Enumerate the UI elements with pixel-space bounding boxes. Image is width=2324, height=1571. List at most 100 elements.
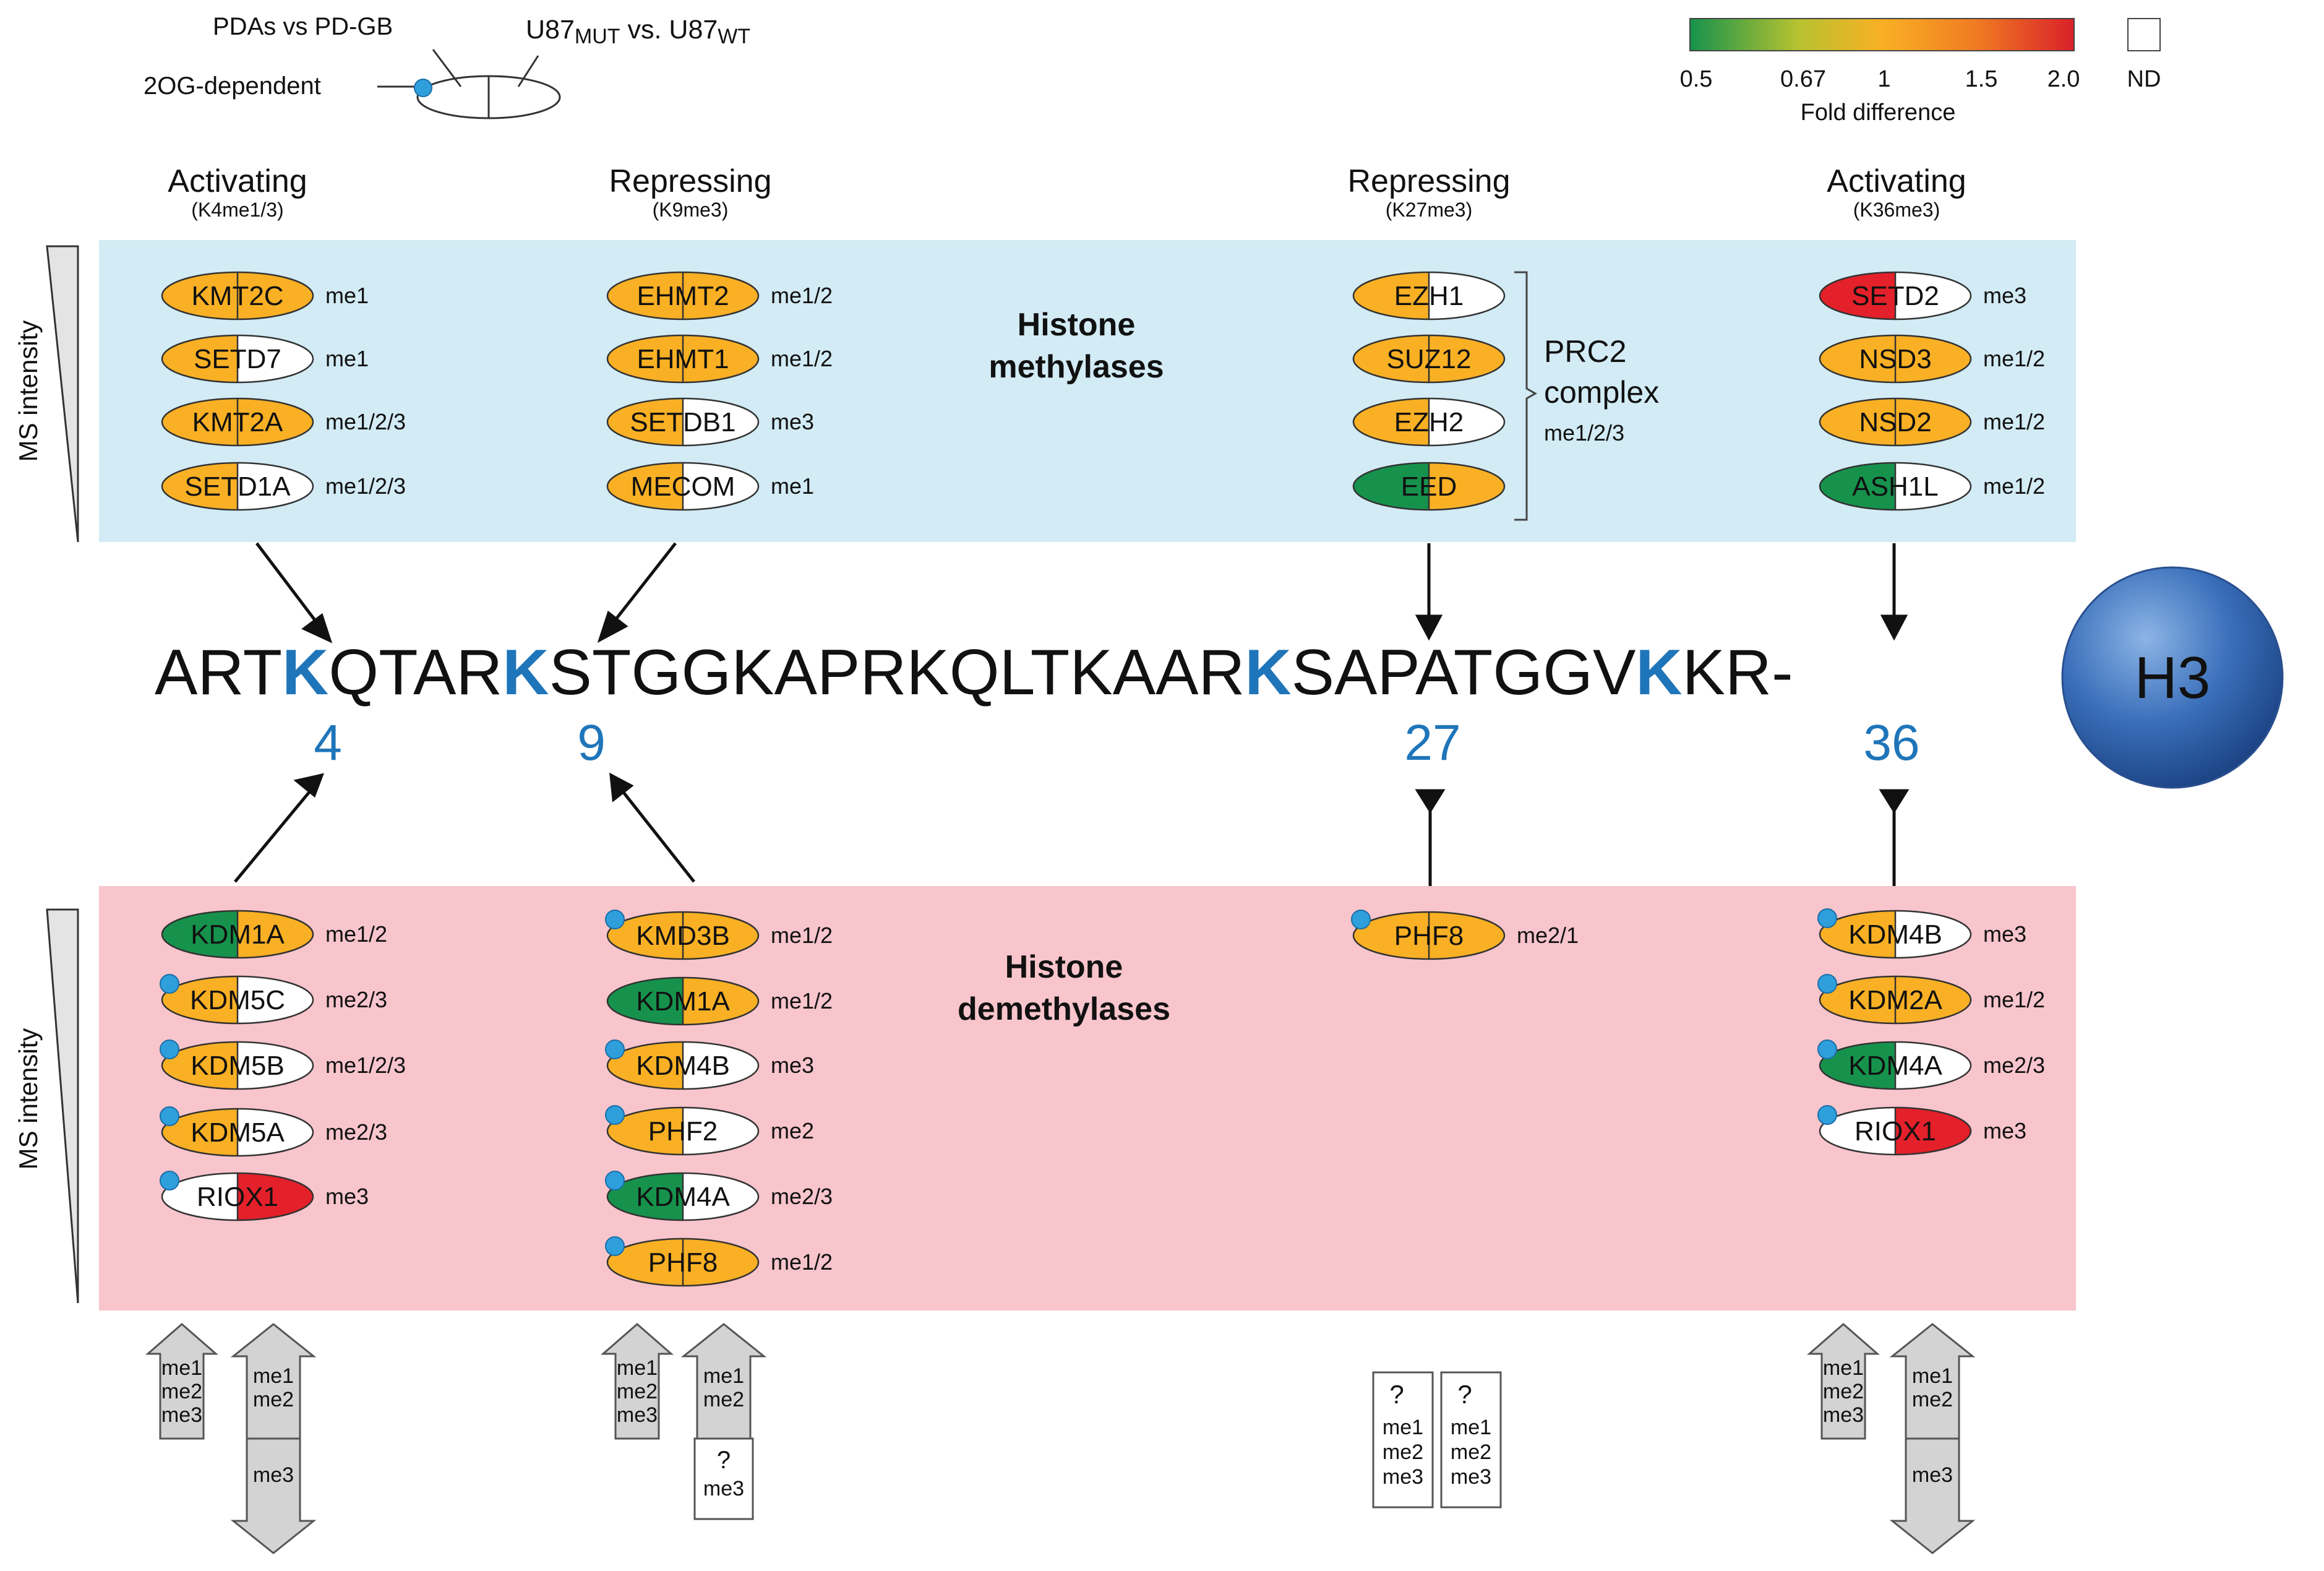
methyl-mark: me1 — [1451, 1416, 1491, 1439]
enzyme-marks: me1/2 — [1983, 346, 2045, 371]
methyl-mark: me3 — [1912, 1463, 1953, 1487]
2og-dot-icon — [1351, 910, 1371, 929]
enzyme-marks: me2/3 — [325, 1119, 387, 1145]
bottom-summary: me1me2me3me1me2me3me1me2me3me1me2?me3?me… — [145, 1323, 1976, 1554]
enzyme-kmt2c: KMT2C me1 — [161, 271, 369, 321]
enzyme-marks: me1/2 — [325, 921, 387, 947]
methyl-mark: me1 — [703, 1364, 744, 1388]
enzyme-name: KMT2C — [191, 281, 283, 311]
column-header: Activating — [168, 163, 307, 199]
methyl-mark: me3 — [617, 1403, 658, 1427]
enzyme-suz12: SUZ12 — [1352, 334, 1506, 384]
demethylase-connectors — [234, 772, 1910, 886]
2og-dot-icon — [1817, 1105, 1837, 1125]
enzyme-name: PHF2 — [648, 1116, 718, 1147]
column-headers: Activating (K4me1/3) Repressing (K9me3) … — [168, 163, 1966, 221]
2og-dot-icon — [605, 910, 625, 929]
key-2og-dot-icon — [414, 79, 432, 97]
methylase-panel-title: methylases — [988, 349, 1164, 385]
methyl-mark: me1 — [1383, 1416, 1423, 1439]
enzyme-phf8: PHF8 me1/2 — [605, 1236, 833, 1287]
unknown-mark: ? — [1389, 1380, 1404, 1409]
scale-title: Fold difference — [1801, 100, 1956, 126]
enzyme-marks: me2/3 — [325, 987, 387, 1012]
scale-tick: 1.5 — [1965, 66, 1998, 92]
residue-number: 9 — [577, 715, 606, 771]
enzyme-marks: me1/2/3 — [325, 1052, 406, 1078]
h3-ball — [2061, 566, 2284, 789]
enzyme-name: SETD1A — [184, 471, 291, 502]
methyl-mark: me2 — [1451, 1440, 1491, 1464]
2og-dot-icon — [605, 1105, 625, 1125]
2og-dot-icon — [605, 1236, 625, 1256]
enzyme-marks: me1/2 — [771, 1249, 833, 1275]
enzyme-name: MECOM — [631, 471, 735, 502]
ms-intensity-wedge — [46, 908, 79, 1304]
enzyme-name: ASH1L — [1852, 471, 1938, 502]
demethylase-panel-title: demethylases — [958, 991, 1170, 1027]
enzyme-marks: me2/3 — [1983, 1052, 2045, 1078]
enzyme-name: PHF8 — [648, 1247, 718, 1278]
seq-k36: K — [1636, 637, 1682, 708]
column-header: Repressing — [609, 163, 771, 199]
seq-k4: K — [282, 637, 328, 708]
prc2-label: PRC2 — [1544, 334, 1626, 369]
2og-dot-icon — [160, 1106, 179, 1126]
enzyme-marks: me3 — [771, 409, 814, 434]
residue-number: 4 — [314, 715, 342, 771]
arrowhead — [1415, 614, 1443, 641]
column-subheader: (K36me3) — [1853, 199, 1940, 221]
inhibit-head — [293, 773, 324, 798]
enzyme-setdb1: SETDB1 me3 — [606, 397, 814, 447]
arrowhead — [1880, 614, 1908, 641]
inhibit-head — [1415, 789, 1446, 814]
2og-dot-icon — [605, 1171, 625, 1190]
enzyme-name: NSD2 — [1859, 407, 1931, 437]
methyl-mark: me1 — [1823, 1356, 1864, 1380]
2og-dot-icon — [1817, 908, 1837, 928]
connector-k4 — [234, 783, 317, 883]
methylase-arrows — [255, 542, 1908, 643]
methylase-panel-title: Histone — [1018, 307, 1136, 343]
enzyme-ezh1: EZH1 — [1352, 271, 1506, 321]
nd-swatch — [2127, 18, 2161, 51]
enzyme-marks: me2 — [771, 1118, 814, 1143]
seq-segment: STGGKAPRKQLTKAAR — [549, 637, 1245, 708]
enzyme-name: SETDB1 — [630, 407, 735, 437]
enzyme-name: SETD7 — [194, 344, 281, 374]
enzyme-name: KDM4A — [636, 1182, 730, 1212]
enzyme-marks: me1/2 — [1983, 987, 2045, 1012]
methyl-mark: me3 — [253, 1463, 294, 1487]
methyl-mark: me3 — [703, 1477, 744, 1500]
prc2-marks: me1/2/3 — [1544, 420, 1624, 445]
h3-label: H3 — [2135, 645, 2211, 711]
h3-histone: H3 — [2061, 566, 2284, 789]
enzyme-name: KDM5A — [191, 1117, 285, 1148]
ms-intensity-label: MS intensity — [14, 1028, 43, 1170]
2og-dot-icon — [605, 1039, 625, 1059]
methyl-mark: me3 — [1383, 1465, 1423, 1489]
key-label-right: U87MUT vs. U87WT — [526, 15, 750, 48]
enzyme-marks: me3 — [771, 1052, 814, 1078]
enzyme-marks: me1 — [325, 283, 369, 308]
seq-segment: KR- — [1682, 637, 1793, 708]
methyl-mark: me2 — [161, 1380, 202, 1403]
arrow-k9 — [611, 542, 677, 625]
enzyme-name: KMT2A — [192, 407, 283, 437]
methyl-mark: me2 — [1912, 1388, 1953, 1411]
inhibit-head — [609, 772, 634, 803]
enzyme-name: KMD3B — [636, 921, 730, 951]
scale-tick: 0.67 — [1780, 66, 1826, 92]
